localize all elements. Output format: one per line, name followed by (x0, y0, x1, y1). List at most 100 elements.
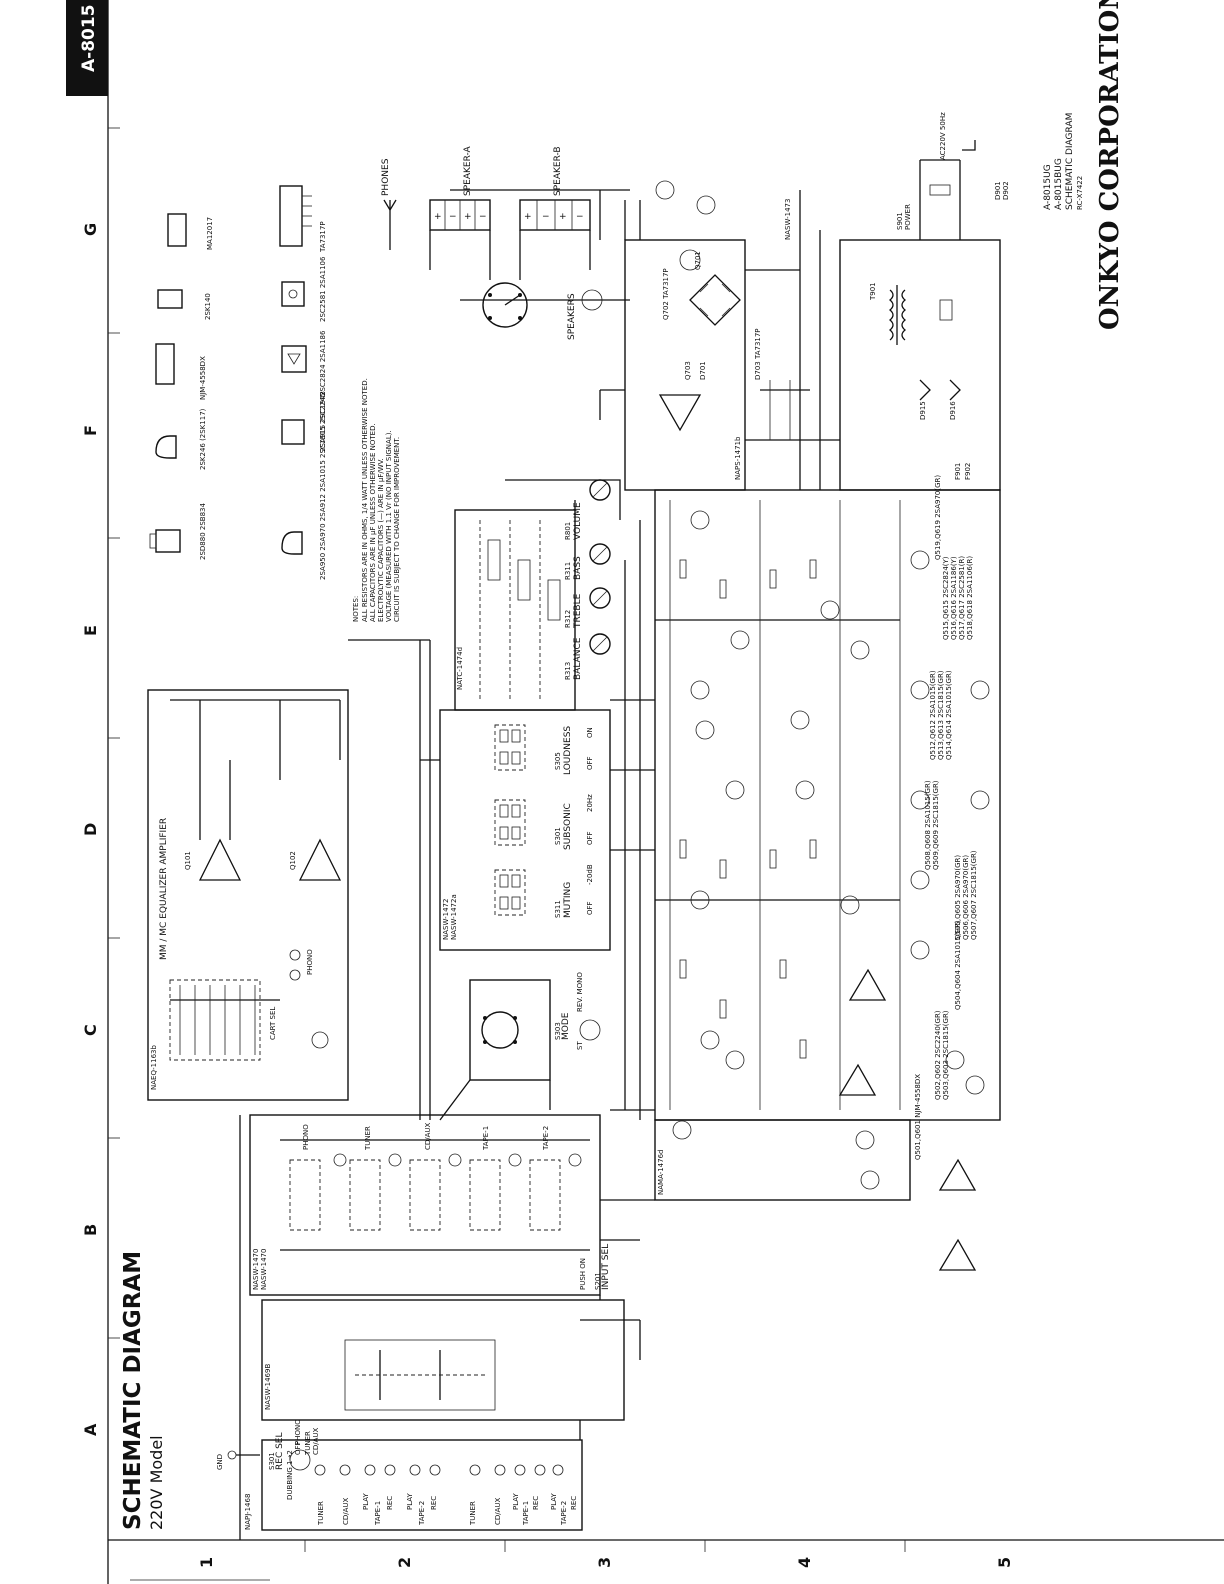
board-label: NASW-1470 (260, 1249, 268, 1290)
mode-switch[interactable]: MODE S303 REV. MONO ST (439, 972, 601, 1121)
part-pinouts: MA12017 TA7317P 2SK140 2SC2581 2SA1106 N… (149, 185, 327, 580)
input-tap: TAPE-2 (542, 1126, 582, 1167)
transistor-icon (970, 790, 990, 810)
pkg-ic-icon: TA7317P (279, 185, 327, 253)
pkg-to3p-icon: 2SC2581 2SA1106 (281, 256, 327, 322)
fuse-icon (939, 299, 953, 321)
board-label: NASW-1473 (784, 199, 792, 240)
subsonic-on: 20Hz (586, 794, 594, 812)
transistor-icon (965, 1075, 985, 1095)
subsonic-ref: S301 (554, 827, 562, 845)
balance-pot[interactable]: BALANCE R313 (564, 633, 611, 680)
subsonic-off: OFF (586, 831, 594, 845)
capacitor-icon (929, 184, 951, 196)
speaker-b-label: SPEAKER-B (553, 146, 563, 196)
transistor-icon (690, 890, 710, 910)
diode-icon (919, 379, 931, 401)
rca-jack-icon (469, 1464, 481, 1476)
main-amp-board: NAMA-1476d (624, 489, 1001, 1271)
power-transformer: T901 F901 F902 D915 D916 (839, 239, 1001, 491)
mode-knob-icon[interactable] (579, 1019, 601, 1041)
transistor-note: Q515,Q615 2SC2824(Y) (942, 556, 950, 640)
svg-text:+: + (434, 212, 442, 222)
jack-label: CD/AUX (342, 1497, 350, 1525)
title-block-line: RC-X7422 (1076, 176, 1084, 210)
transistor-note: Q516,Q616 2SA1186(Y) (950, 556, 958, 640)
note-line: CIRCUIT IS SUBJECT TO CHANGE FOR IMPROVE… (393, 437, 401, 622)
mode-off: ST (576, 1041, 584, 1050)
eq-opamp-icon (198, 838, 242, 881)
rec-sel-knob-icon[interactable] (289, 1449, 311, 1471)
jack-label: TAPE-2 (418, 1501, 426, 1526)
pinout-label: 2SA915 2SC1943 (319, 391, 327, 452)
board-label: NATC-1474d (456, 647, 464, 690)
title-block-line: A-8015UG (1043, 164, 1053, 210)
pinout-label: 2SD880 2SB834 (199, 503, 207, 560)
phono-jack-icon (289, 969, 301, 981)
mains-label: AC220V 50Hz (939, 112, 947, 160)
rca-jack-icon (314, 1464, 326, 1476)
loudness-label: LOUDNESS (563, 726, 573, 775)
transistor-icon (672, 1120, 692, 1140)
function-switch-board: NASW-1472 NASW-1472a LOUDNESS S305 OFF O… (419, 640, 611, 1120)
treble-pot[interactable]: TREBLE R312 (564, 587, 611, 629)
transistor-icon (910, 870, 930, 890)
muting-off: OFF (586, 901, 594, 915)
transistor-icon (910, 790, 930, 810)
cart-sel-switch[interactable] (169, 979, 261, 1061)
page-title: SCHEMATIC DIAGRAM (120, 1251, 146, 1530)
note-line: ALL RESISTORS ARE IN OHMS, 1/4 WATT UNLE… (361, 378, 369, 622)
rca-jack-icon (339, 1464, 351, 1476)
tone-control-board: NATC-1474d VOLUME R801 BASS R311 TREBLE … (454, 479, 621, 711)
title-block-line: SCHEMATIC DIAGRAM (1065, 113, 1075, 210)
volume-pot[interactable]: VOLUME R801 (564, 479, 611, 540)
transistor-icon (695, 720, 715, 740)
ps-ref: D901 (994, 181, 1002, 200)
output-transistors (910, 550, 990, 1095)
rec-sel-ref: S301 (268, 1452, 276, 1470)
phones-label: PHONES (381, 158, 391, 196)
input-tap: CD/AUX (424, 1122, 462, 1167)
pkg-to92-icon: 2SK246 (2SK117) (155, 408, 207, 470)
speakers-knob-icon[interactable] (581, 289, 603, 311)
treble-label: TREBLE (573, 593, 583, 629)
opamp-icon (938, 1238, 977, 1271)
phono-eq-board: NAEQ-1163b MM / MC EQUALIZER AMPLIFIER Q… (147, 639, 431, 1120)
treble-ref: R312 (564, 610, 572, 628)
pinout-label: 2SA950 2SA970 2SA912 2SA1015 2SC1815 2SC… (319, 393, 327, 580)
phono-jack-icon (289, 949, 301, 961)
grid-letter: E (81, 625, 100, 636)
muting-switch[interactable]: MUTING S311 OFF -20dB (494, 864, 594, 918)
speaker-selector-switch[interactable] (482, 282, 528, 328)
pinout-label: 2SC2824 2SA1186 (319, 330, 327, 396)
transistor-icon (860, 1170, 880, 1190)
ps-ref: D902 (1002, 181, 1010, 200)
transistor-icon (790, 710, 810, 730)
ps-ref: Q702 TA7317P (662, 268, 670, 320)
pkg-to92-icon: 2SA950 2SA970 2SA912 2SA1015 2SC1815 2SC… (281, 393, 327, 580)
cart-sel-knob-icon[interactable] (311, 1031, 329, 1049)
transistor-icon (690, 680, 710, 700)
svg-text:−: − (449, 212, 457, 222)
grid-number: 4 (795, 1557, 814, 1568)
rca-jack-icon (534, 1464, 546, 1476)
board-label: NAPS-1471b (734, 436, 742, 480)
jack-label: PLAY (550, 1492, 558, 1510)
loudness-switch[interactable]: LOUDNESS S305 OFF ON (494, 724, 594, 775)
transistor-legend: Q501,Q601 NJM-4558DX Q502,Q602 2SC2240(G… (914, 475, 978, 1160)
grid-number: 5 (995, 1557, 1014, 1568)
rec-sel-label: REC SEL (275, 1433, 285, 1471)
notes-title: NOTES: (352, 596, 360, 622)
transistor-icon (820, 600, 840, 620)
power-indicator-icon (655, 180, 675, 200)
speakers-label: SPEAKERS (567, 293, 577, 340)
pinout-label: TA7317P (319, 221, 327, 253)
svg-text:−: − (576, 212, 584, 222)
pinout-label: MA12017 (206, 217, 214, 250)
transistor-note: Q518,Q618 2SA1106(R) (966, 556, 974, 640)
subsonic-switch[interactable]: SUBSONIC S301 OFF 20Hz (494, 794, 594, 850)
bass-pot[interactable]: BASS R311 (564, 543, 611, 580)
grid-letter: D (81, 823, 100, 836)
transistor-note: Q514,Q614 2SA1015(GR) (945, 670, 953, 760)
